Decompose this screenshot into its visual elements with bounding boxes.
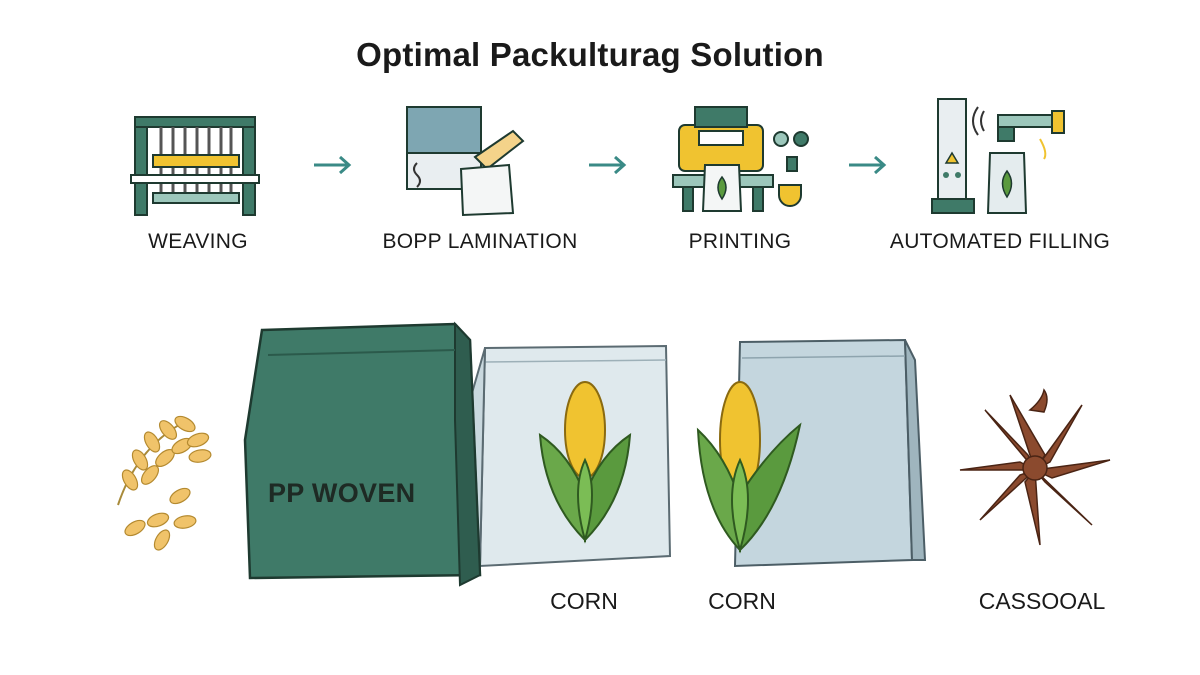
product-label-corn: CORN xyxy=(550,588,618,614)
corn-icon xyxy=(538,381,632,544)
step-label-bopp-lamination: BOPP LAMINATION xyxy=(382,230,578,253)
loom-icon xyxy=(130,116,260,216)
corn-icon xyxy=(696,381,802,554)
printing-stage xyxy=(655,95,835,255)
step-label-printing: PRINTING xyxy=(688,230,792,253)
diagram-title: Optimal Packulturag Solution xyxy=(356,36,824,73)
filling-machine-icon xyxy=(931,98,1065,214)
arrow-right-icon xyxy=(314,155,352,175)
printing-press-icon xyxy=(672,106,809,212)
step-label-weaving: WEAVING xyxy=(148,230,248,253)
lamination-stage xyxy=(375,95,555,255)
product-label-cassooal: CASSOOAL xyxy=(978,588,1106,614)
filling-stage xyxy=(910,95,1090,255)
step-label-automated-filling: AUTOMATED FILLING xyxy=(889,230,1111,253)
product-label-corn: CORN xyxy=(708,588,776,614)
pp-woven-bag-label: PP WOVEN xyxy=(268,478,416,508)
rice-grain-icon xyxy=(117,415,212,551)
arrow-right-icon xyxy=(849,155,887,175)
arrow-right-icon xyxy=(589,155,627,175)
weaving-stage xyxy=(105,95,285,255)
cassava-icon xyxy=(959,388,1111,546)
lamination-icon xyxy=(406,106,525,217)
